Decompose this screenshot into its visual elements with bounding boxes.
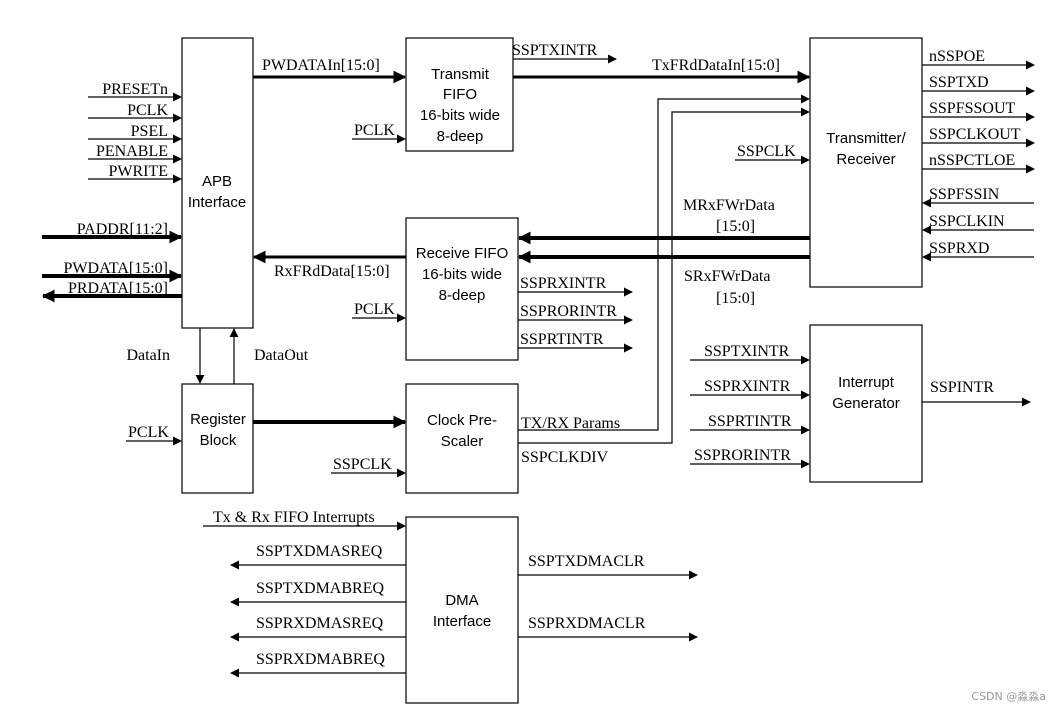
pclk-apb-label: PCLK — [127, 102, 168, 119]
transmitter-receiver-label-2: Receiver — [836, 151, 895, 168]
interrupt-generator-label-1: Interrupt — [838, 374, 895, 391]
txfrddatain-label: TxFRdDataIn[15:0] — [652, 57, 780, 74]
clock-prescaler-label-1: Clock Pre- — [427, 412, 497, 429]
dma-interface-label-2: Interface — [433, 613, 491, 630]
nsspctloe-label: nSSPCTLOE — [929, 152, 1015, 169]
receive-fifo-label-1: Receive FIFO — [416, 245, 509, 262]
register-pclk-label: PCLK — [128, 424, 169, 441]
register-block-label-1: Register — [190, 411, 246, 428]
transmitter-receiver-block — [809, 37, 923, 288]
ssptxdmaclr-label: SSPTXDMACLR — [528, 553, 645, 570]
gen-ssprtintr-label: SSPRTINTR — [708, 413, 792, 430]
gen-ssprxintr-label: SSPRXINTR — [704, 378, 791, 395]
tx-fifo-pclk-label: PCLK — [354, 122, 395, 139]
transmitter-receiver-label-1: Transmitter/ — [826, 130, 906, 147]
interrupt-generator-label-2: Generator — [832, 395, 900, 412]
register-block-label-2: Block — [200, 432, 237, 449]
sspclkdiv-line — [518, 107, 810, 444]
sspfssout-label: SSPFSSOUT — [929, 100, 1016, 117]
clock-prescaler-block — [405, 383, 519, 494]
mrxfwrdata-label-1: MRxFWrData — [683, 197, 775, 214]
apb-interface-label-1: APB — [202, 173, 232, 190]
transmit-fifo-label-1: Transmit — [431, 66, 490, 83]
pwdata-label: PWDATA[15:0] — [64, 260, 168, 277]
ssprxd-label: SSPRXD — [929, 240, 989, 257]
clock-sspclk-label: SSPCLK — [333, 456, 392, 473]
nsspoe-label: nSSPOE — [929, 48, 985, 65]
pwrite-label: PWRITE — [108, 163, 168, 180]
clock-prescaler-label-2: Scaler — [441, 433, 484, 450]
transmit-fifo-block — [405, 37, 514, 152]
paddr-label: PADDR[11:2] — [77, 221, 168, 238]
transmit-fifo-label-4: 8-deep — [437, 128, 484, 145]
ssptxintr-label: SSPTXINTR — [512, 42, 598, 59]
ssptxdmasreq-label: SSPTXDMASREQ — [256, 543, 383, 560]
ssprxdmaclr-label: SSPRXDMACLR — [528, 615, 646, 632]
txrx-params-line — [518, 94, 810, 431]
srxfwrdata-label-1: SRxFWrData — [684, 268, 770, 285]
register-block — [181, 383, 254, 494]
sspclkout-label: SSPCLKOUT — [929, 126, 1021, 143]
dma-interface-block — [405, 516, 519, 704]
interrupt-generator-block — [809, 324, 923, 483]
receive-fifo-label-3: 8-deep — [439, 287, 486, 304]
sspintr-label: SSPINTR — [930, 379, 994, 396]
ssprxdmasreq-label: SSPRXDMASREQ — [256, 615, 384, 632]
gen-ssprorintr-label: SSPRORINTR — [694, 447, 791, 464]
mrxfwrdata-label-2: [15:0] — [716, 218, 755, 235]
transmit-fifo-label-3: 16-bits wide — [420, 107, 500, 124]
gen-ssptxintr-label: SSPTXINTR — [704, 343, 790, 360]
srxfwrdata-label-2: [15:0] — [716, 290, 755, 307]
apb-interface-label-2: Interface — [188, 194, 246, 211]
ssptxdmabreq-label: SSPTXDMABREQ — [256, 580, 384, 597]
ssprxintr-out-label: SSPRXINTR — [520, 275, 607, 292]
apb-interface-block — [181, 37, 254, 329]
prdata-label: PRDATA[15:0] — [68, 280, 168, 297]
ssprxdmabreq-label: SSPRXDMABREQ — [256, 651, 385, 668]
transmit-fifo-label-2: FIFO — [443, 86, 477, 103]
rxfrddata-label: RxFRdData[15:0] — [274, 263, 390, 280]
fifo-interrupts-label: Tx & Rx FIFO Interrupts — [213, 509, 375, 526]
sspclkin-label: SSPCLKIN — [929, 213, 1005, 230]
watermark-text: CSDN @淼淼a — [971, 689, 1046, 703]
dma-interface-label-1: DMA — [445, 592, 478, 609]
datain-label: DataIn — [126, 347, 170, 364]
dataout-label: DataOut — [254, 347, 309, 364]
receive-fifo-label-2: 16-bits wide — [422, 266, 502, 283]
rx-fifo-pclk-label: PCLK — [354, 301, 395, 318]
ssprtintr-out-label: SSPRTINTR — [520, 331, 604, 348]
ssprorintr-out-label: SSPRORINTR — [520, 303, 617, 320]
pwdatain-label: PWDATAIn[15:0] — [262, 57, 380, 74]
receive-fifo-block — [405, 217, 519, 361]
txrx-params-label: TX/RX Params — [521, 415, 620, 432]
sspclkdiv-label: SSPCLKDIV — [521, 449, 609, 466]
txrx-sspclk-label: SSPCLK — [737, 143, 796, 160]
ssptxd-label: SSPTXD — [929, 74, 989, 91]
psel-label: PSEL — [131, 123, 168, 140]
presetn-label: PRESETn — [102, 81, 168, 98]
penable-label: PENABLE — [96, 143, 168, 160]
sspfssin-label: SSPFSSIN — [929, 186, 1000, 203]
